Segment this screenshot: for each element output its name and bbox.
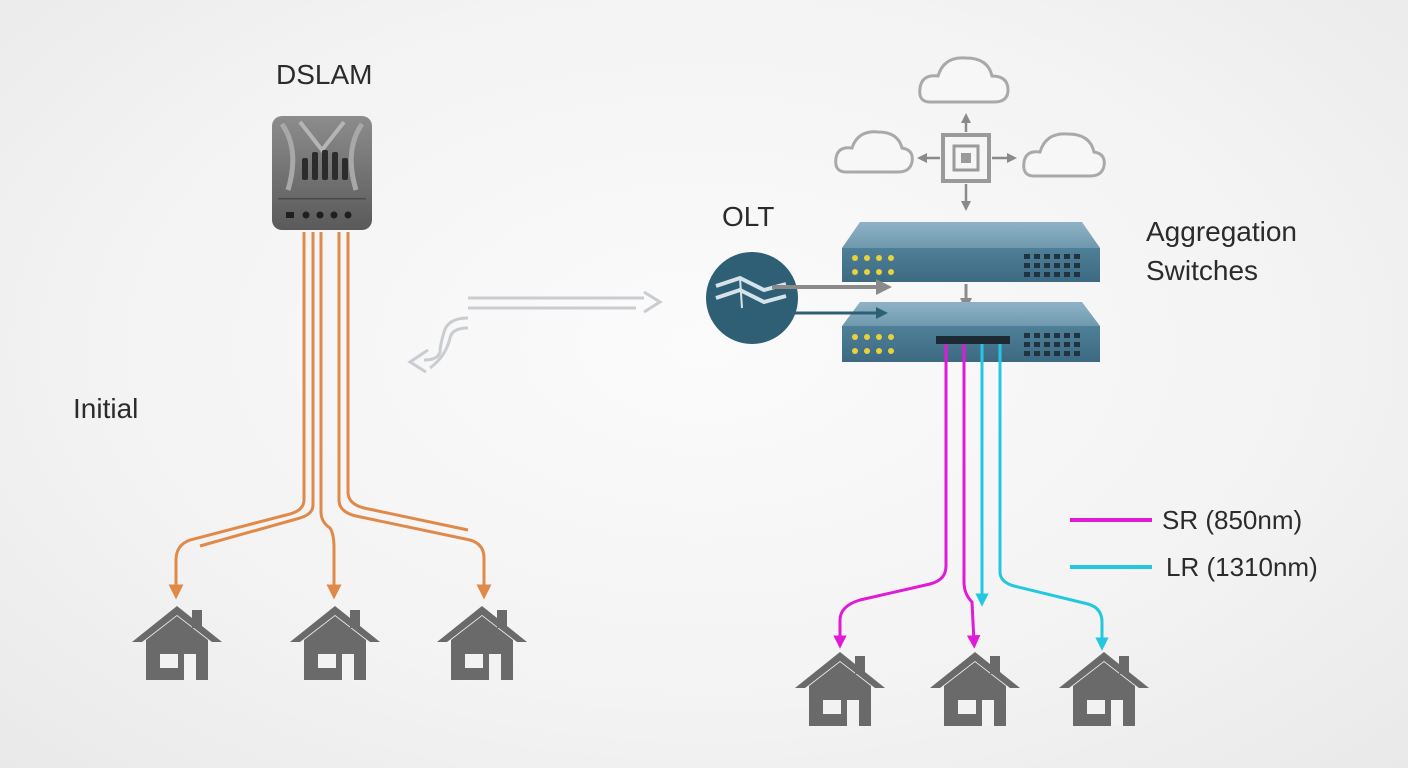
dslam-icon (272, 116, 372, 230)
olt-label: OLT (722, 201, 774, 232)
hub-icon (917, 113, 1017, 211)
legend-label-sr: SR (850nm) (1162, 505, 1302, 535)
fiber-line-sr (962, 344, 981, 649)
house-icon (290, 606, 380, 680)
aggregation-label-line1: Aggregation (1146, 216, 1297, 247)
copper-line (346, 232, 469, 532)
initial-label: Initial (73, 393, 138, 424)
cloud-icon (918, 56, 1010, 104)
dslam-label: DSLAM (276, 59, 372, 90)
aggregation-label-line2: Switches (1146, 255, 1258, 286)
fiber-lines (833, 344, 1109, 651)
legend: SR (850nm) LR (1310nm) (1070, 505, 1318, 582)
cloud-icon (1022, 132, 1106, 178)
house-icon (930, 652, 1020, 726)
copper-line (199, 232, 315, 548)
house-icon (795, 652, 885, 726)
switch-icon (842, 302, 1100, 362)
house-icon (1059, 652, 1149, 726)
legend-label-lr: LR (1310nm) (1166, 552, 1318, 582)
fiber-line-lr (998, 344, 1109, 651)
olt-icon (706, 252, 798, 344)
migration-arrow (407, 290, 663, 374)
switch-icon (842, 222, 1100, 282)
copper-line (337, 232, 492, 600)
copper-line (319, 232, 342, 600)
cloud-icon (834, 130, 914, 174)
copper-line (168, 232, 306, 600)
fiber-line-sr (833, 344, 948, 649)
house-icon (437, 606, 527, 680)
house-icon (132, 606, 222, 680)
copper-lines (168, 232, 492, 600)
